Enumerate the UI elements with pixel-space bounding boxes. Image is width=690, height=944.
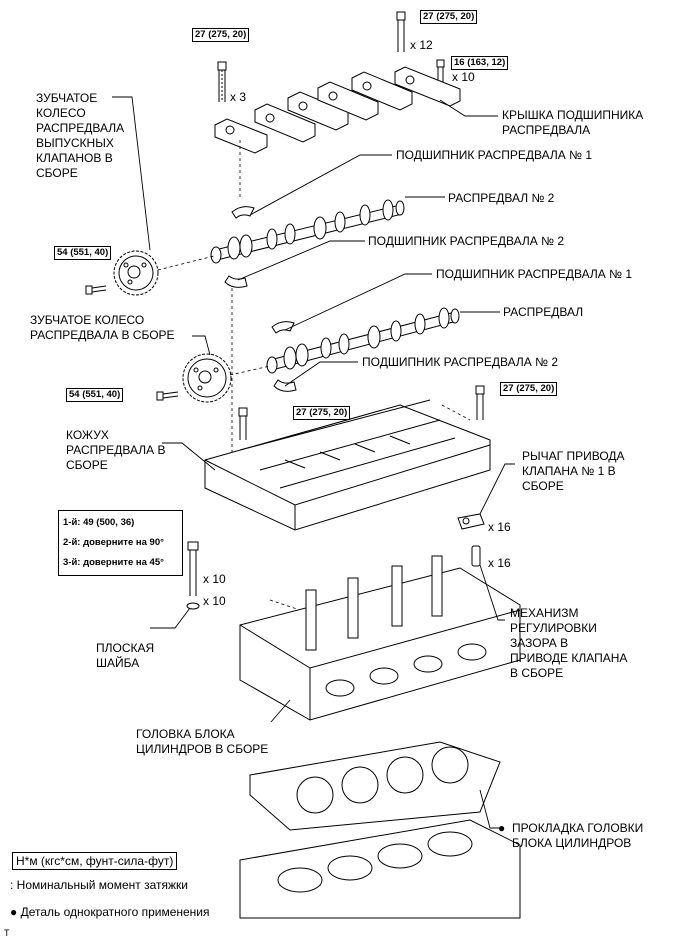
quantity-label: x 10 (203, 572, 226, 586)
camshaft-no2 (210, 199, 405, 264)
torque-step-1: 1-й: 49 (500, 36) (63, 517, 135, 528)
plate-washer (186, 602, 200, 610)
cylinder-head (239, 555, 521, 721)
bolt-intake-gear (156, 391, 179, 401)
torque-spec: 27 (275, 20) (192, 28, 250, 42)
bolt-housing-right (475, 385, 485, 420)
intake-cam-gear (182, 353, 232, 403)
bolt-top-right (396, 11, 406, 52)
label-rocker-arm: РЫЧАГ ПРИВОДА КЛАПАНА № 1 В СБОРЕ (522, 449, 625, 493)
label-exhaust-cam-gear: ЗУБЧАТОЕ КОЛЕСО РАСПРЕДВАЛА ВЫПУСКНЫХ КЛ… (36, 91, 125, 180)
bearing-caps (214, 66, 461, 154)
legend-unit-box: Н*м (кгс*см, фунт-сила-фут) (12, 852, 178, 870)
label-camshaft-housing: КОЖУХ РАСПРЕДВАЛА В СБОРЕ (66, 428, 166, 472)
non-reusable-bullet: ● (10, 905, 18, 919)
bearing-half-1a (231, 206, 255, 219)
label-bearing-cap: КРЫШКА ПОДШИПНИКА РАСПРЕДВАЛА (502, 108, 644, 137)
quantity-label: x 10 (452, 70, 475, 84)
head-bolt-torque-steps: 1-й: 49 (500, 36) 2-й: доверните на 90° … (58, 510, 183, 576)
torque-spec: 16 (163, 12) (451, 56, 509, 70)
footer-mark: T (4, 928, 10, 938)
torque-spec: 27 (275, 20) (420, 10, 478, 24)
label-camshaft: РАСПРЕДВАЛ (503, 305, 584, 319)
legend-unit-description: : Номинальный момент затяжки (10, 878, 188, 892)
label-cylinder-head: ГОЛОВКА БЛОКА ЦИЛИНДРОВ В СБОРЕ (136, 727, 269, 756)
head-gasket (249, 741, 501, 831)
lash-adjuster (471, 545, 481, 567)
head-gasket-text: ПРОКЛАДКА ГОЛОВКИ БЛОКА ЦИЛИНДРОВ (512, 821, 644, 850)
bolt-top-left (217, 61, 227, 102)
quantity-label: x 16 (488, 520, 511, 534)
exhaust-cam-gear (113, 250, 159, 296)
label-bearing-no2-upper: ПОДШИПНИК РАСПРЕДВАЛА № 2 (368, 234, 565, 248)
torque-spec: 27 (275, 20) (293, 406, 351, 420)
camshaft-intake (266, 307, 460, 374)
bolt-housing-mid (238, 407, 248, 440)
label-lash-adjuster: МЕХАНИЗМ РЕГУЛИРОВКИ ЗАЗОРА В ПРИВОДЕ КЛ… (510, 606, 628, 680)
torque-spec: 54 (551, 40) (66, 388, 124, 402)
label-bearing-no1-upper: ПОДШИПНИК РАСПРЕДВАЛА № 1 (396, 148, 593, 162)
label-camshaft-no2: РАСПРЕДВАЛ № 2 (448, 191, 555, 205)
quantity-label: x 16 (488, 556, 511, 570)
non-reusable-text: Деталь однократного применения (20, 905, 210, 919)
camshaft-housing (204, 399, 491, 531)
head-bolt (187, 541, 199, 596)
label-bearing-no2-lower: ПОДШИПНИК РАСПРЕДВАЛА № 2 (362, 355, 559, 369)
torque-spec: 27 (275, 20) (500, 382, 558, 396)
non-reusable-bullet: ● (498, 821, 506, 835)
torque-step-3: 3-й: доверните на 45° (63, 557, 164, 568)
bearing-half-1b (271, 321, 295, 334)
quantity-label: x 10 (203, 594, 226, 608)
quantity-label: x 12 (410, 38, 433, 52)
torque-spec: 54 (551, 40) (54, 246, 112, 260)
bolt-exhaust-gear (85, 285, 107, 295)
cylinder-block (239, 819, 521, 919)
quantity-label: x 3 (230, 90, 247, 104)
torque-step-2: 2-й: доверните на 90° (63, 537, 164, 548)
label-intake-cam-gear: ЗУБЧАТОЕ КОЛЕСО РАСПРЕДВАЛА В СБОРЕ (30, 313, 175, 342)
legend-non-reusable: ● Деталь однократного применения (10, 905, 210, 919)
label-bearing-no1-lower: ПОДШИПНИК РАСПРЕДВАЛА № 1 (436, 267, 633, 281)
rocker-arm (457, 513, 485, 530)
label-plate-washer: ПЛОСКАЯ ШАЙБА (96, 641, 155, 670)
